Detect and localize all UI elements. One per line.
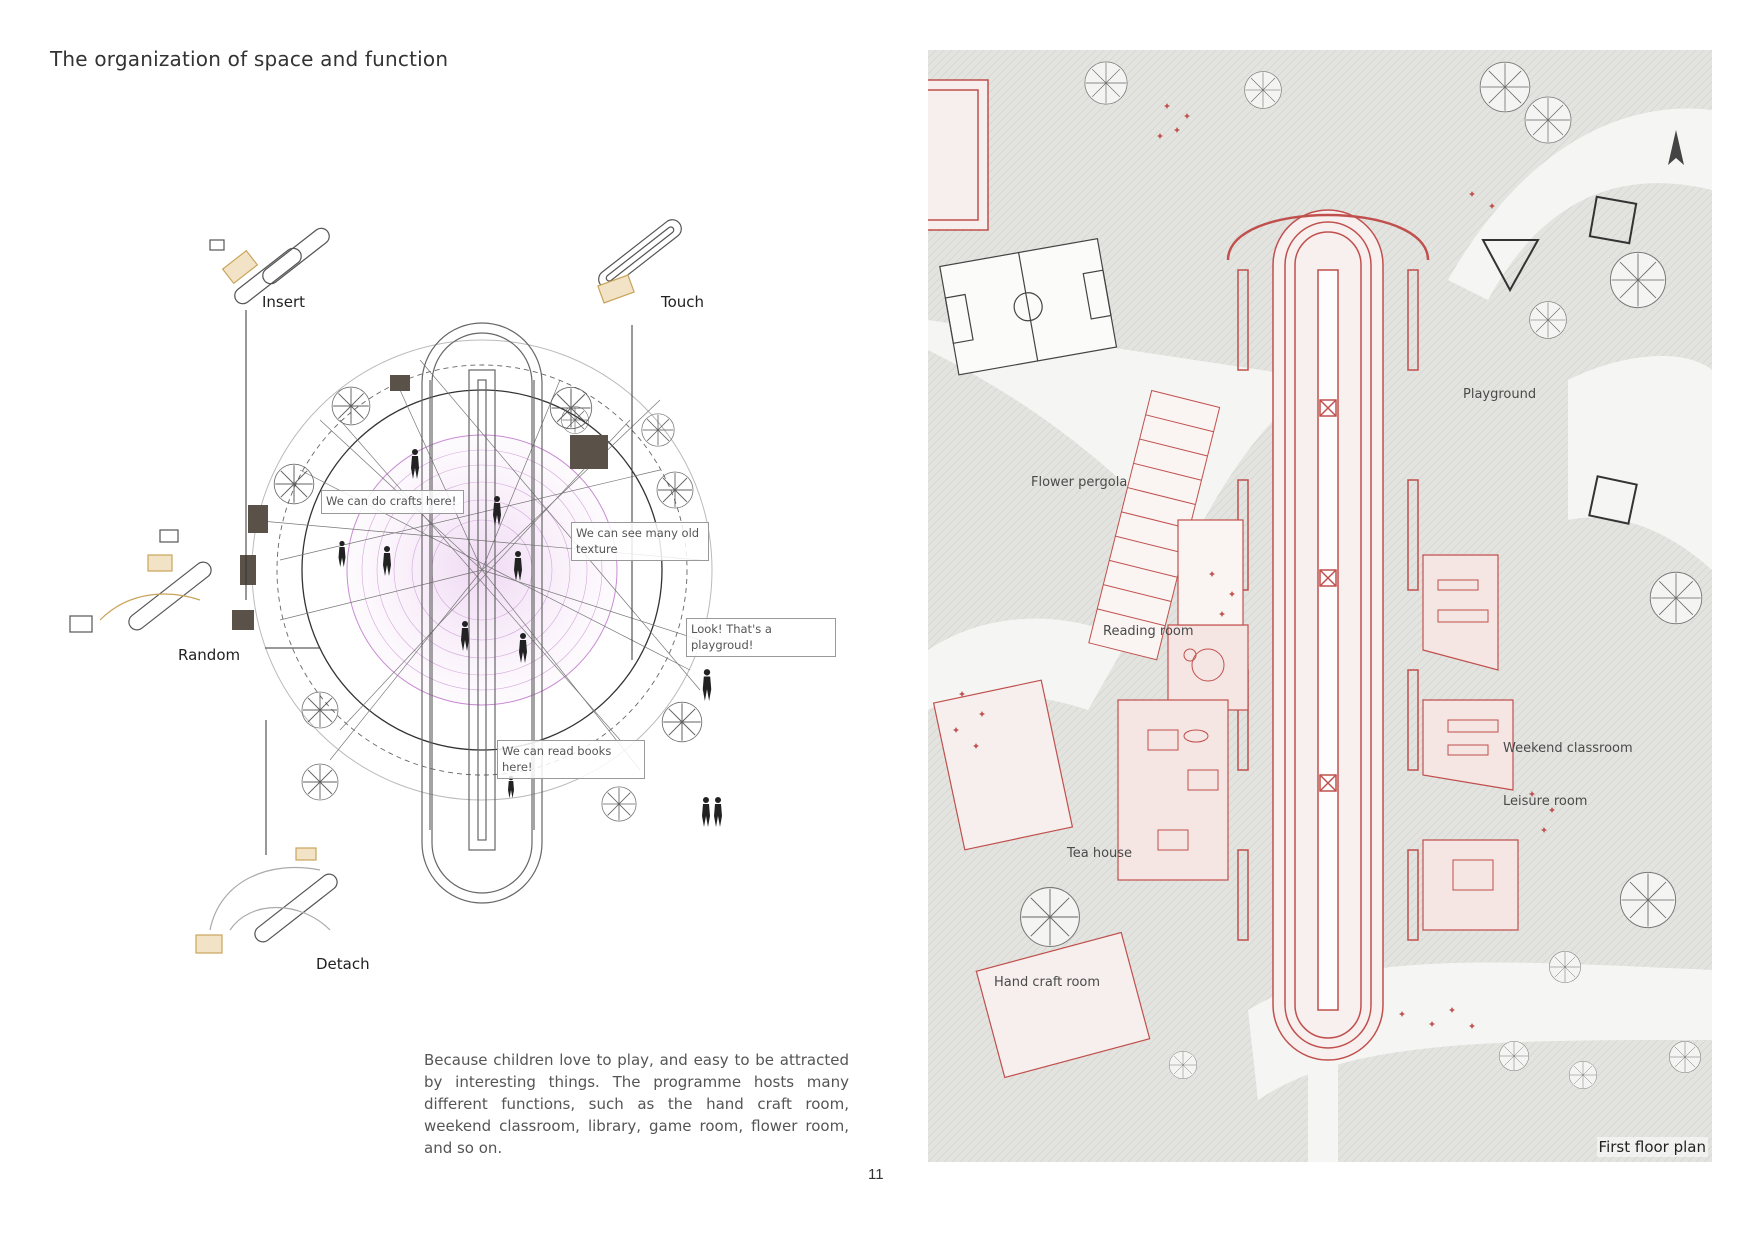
east-wing [1422, 554, 1519, 931]
first-floor-plan: Playground Flower pergola Reading room W… [928, 50, 1712, 1162]
callout-playground: Look! That's a playgroud! [686, 618, 836, 658]
plan-label-playground: Playground [1463, 387, 1537, 402]
touch-pictogram [597, 219, 682, 304]
craft-buildings [932, 679, 1151, 1079]
plan-label-reading-room: Reading room [1103, 624, 1194, 639]
main-building [1226, 209, 1430, 1061]
plan-label-hand-craft-room: Hand craft room [994, 975, 1101, 990]
space-organization-diagram [69, 219, 722, 954]
texture-thumbnails [232, 375, 608, 630]
insert-pictogram [209, 227, 330, 305]
plan-label-flower-pergola: Flower pergola [1031, 475, 1128, 490]
callout-crafts: We can do crafts here! [321, 490, 464, 514]
description-paragraph: Because children love to play, and easy … [424, 1051, 849, 1157]
plan-label-weekend-classroom: Weekend classroom [1503, 741, 1633, 756]
corner-building [928, 79, 989, 231]
leader-lines [245, 310, 633, 855]
callout-texture: We can see many old texture [571, 522, 709, 562]
detach-pictogram [195, 847, 338, 954]
plan-label-tea-house: Tea house [1067, 846, 1133, 861]
callout-books: We can read books here! [497, 740, 645, 780]
page-number: 11 [868, 1166, 884, 1183]
black-ring [301, 389, 663, 751]
east-markers [1481, 195, 1638, 525]
plan-caption: First floor plan [1596, 1137, 1708, 1157]
strategy-label-insert: Insert [262, 293, 306, 311]
north-arrow [1668, 130, 1684, 165]
flower-pergola [1088, 389, 1221, 661]
random-pictogram [69, 529, 212, 633]
strategy-label-detach: Detach [316, 955, 370, 973]
strategy-label-touch: Touch [661, 293, 705, 311]
page-title: The organization of space and function [50, 47, 449, 71]
soccer-field [939, 237, 1118, 376]
plan-label-leisure-room: Leisure room [1503, 794, 1588, 809]
strategy-label-random: Random [178, 646, 241, 664]
west-wing [1117, 519, 1249, 881]
